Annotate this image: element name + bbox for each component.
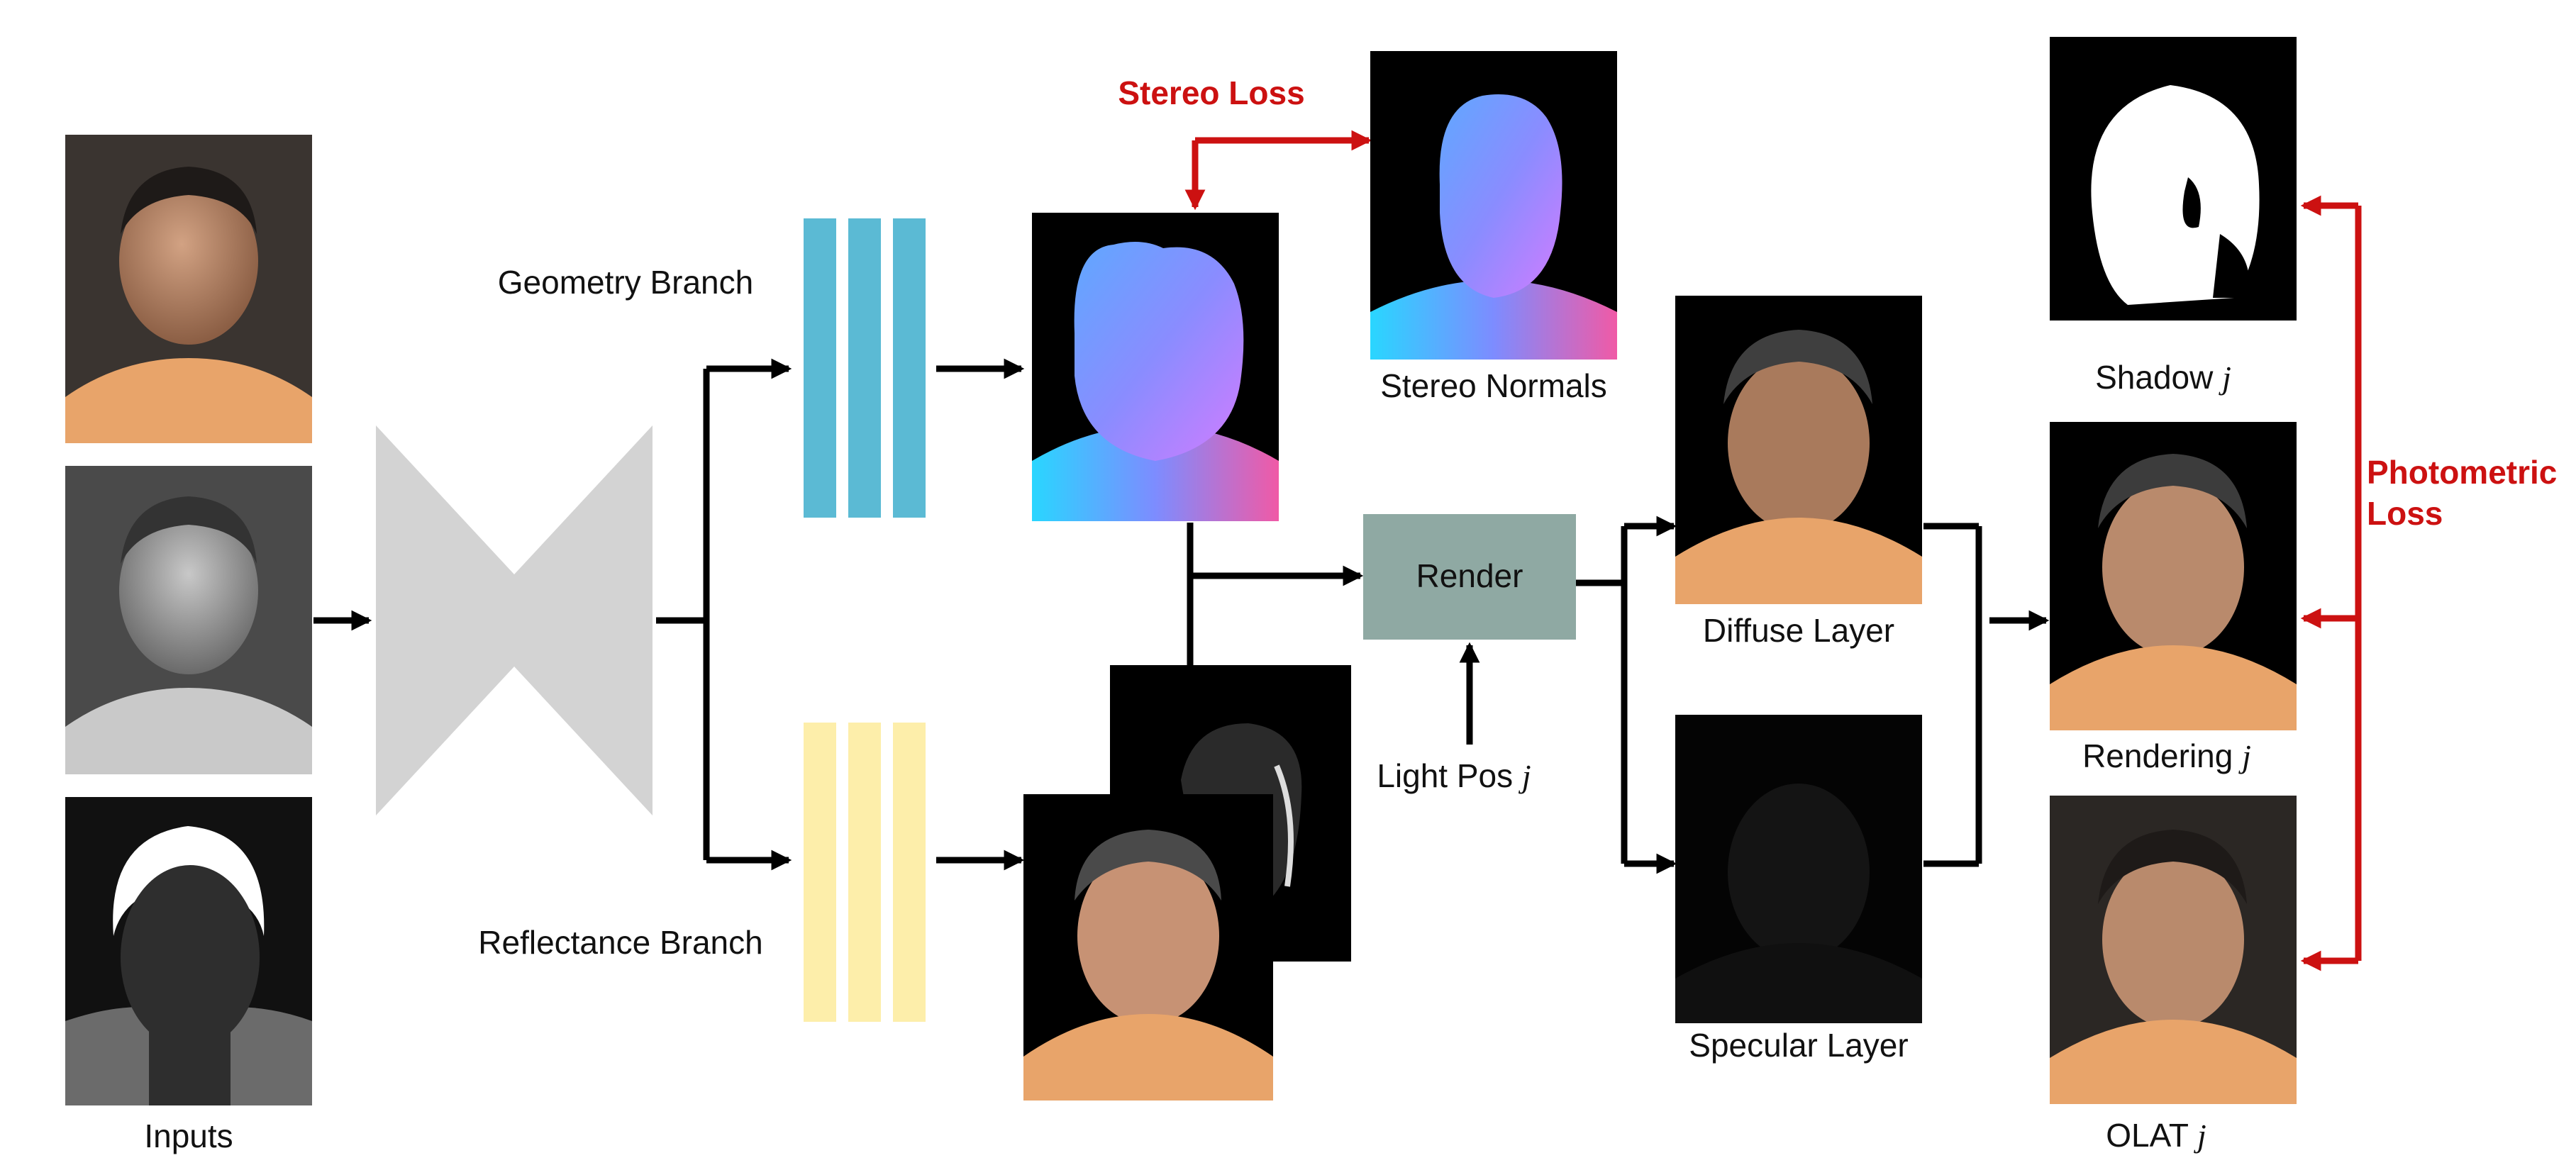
rendering [2050,422,2297,730]
olat-photo [2050,796,2297,1104]
normal-to-render-arrow [1187,523,1364,665]
stereo-normals-label: Stereo Normals [1380,367,1607,404]
photometric-loss-label-line1: Photometric [2367,454,2557,491]
specular-layer [1675,715,1922,1023]
input-photo-color [65,135,312,443]
merge-arrows [1923,523,2050,867]
photometric-loss-arrows [2300,195,2362,971]
geometry-branch [804,218,926,518]
stereo-loss-label: Stereo Loss [1118,74,1304,111]
rendering-label: Rendering j [2082,737,2251,774]
stereo-normal-map [1370,51,1617,360]
shadow-mask [2050,37,2297,321]
normal-map [1032,213,1279,521]
reflectance-branch-label: Reflectance Branch [478,924,762,961]
encoder-block [376,425,514,815]
geometry-branch-label: Geometry Branch [498,264,753,301]
render-box [1363,514,1576,640]
split-arrows [656,358,792,871]
render-split-arrows [1576,516,1677,874]
olat-label: OLAT j [2106,1117,2206,1154]
albedo-map [1023,794,1273,1101]
input-photo-gray [65,466,312,774]
input-mask [65,797,312,1105]
diffuse-layer [1675,296,1922,604]
diffuse-layer-label: Diffuse Layer [1703,612,1894,649]
reflectance-branch [804,723,926,1022]
render-label: Render [1416,557,1523,594]
shadow-label: Shadow j [2095,359,2231,396]
specular-layer-label: Specular Layer [1689,1027,1908,1064]
inputs-label: Inputs [144,1118,233,1154]
stereo-loss-arrow [1184,130,1372,211]
photometric-loss-label-line2: Loss [2367,495,2443,532]
light-pos-label: Light Pos j [1377,757,1531,794]
decoder-block [514,425,653,815]
